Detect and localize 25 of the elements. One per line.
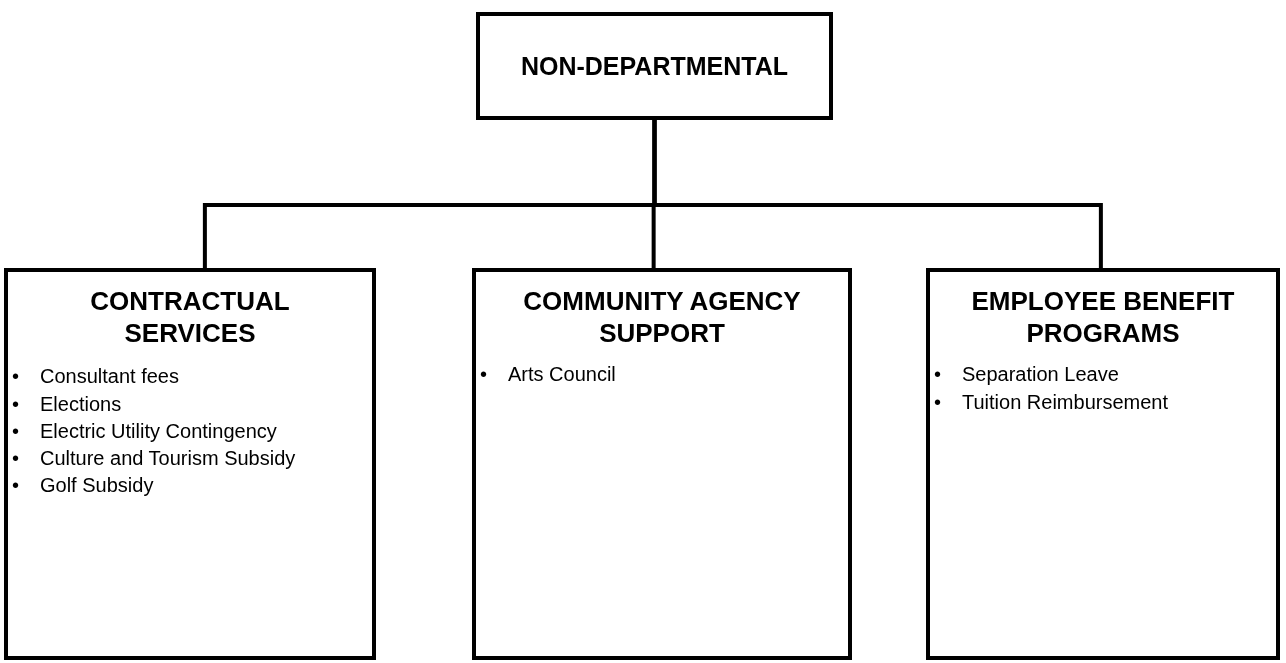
box-heading: CONTRACTUAL SERVICES: [89, 286, 291, 350]
list-item: Arts Council: [508, 362, 616, 388]
box-heading: EMPLOYEE BENEFIT PROGRAMS: [970, 286, 1236, 350]
root-box: [476, 12, 833, 120]
bullet-mark: •: [934, 389, 942, 415]
box-heading: COMMUNITY AGENCY SUPPORT: [522, 286, 802, 350]
bullet-mark: •: [12, 364, 20, 390]
bullet-mark: •: [934, 362, 942, 388]
bullet-mark: •: [12, 391, 20, 417]
list-item: Electric Utility Contingency: [40, 418, 277, 444]
list-item: Golf Subsidy: [40, 473, 154, 499]
bullet-mark: •: [12, 418, 20, 444]
list-item: Separation Leave: [962, 362, 1119, 388]
box-heading: NON-DEPARTMENTAL: [519, 50, 790, 82]
connector-line: [652, 120, 1103, 268]
bullet-mark: •: [12, 446, 20, 471]
bullet-mark: •: [480, 362, 488, 388]
list-item: Culture and Tourism Subsidy: [40, 446, 296, 471]
list-item: Elections: [40, 391, 122, 417]
category-box: [472, 268, 852, 660]
list-item: Consultant fees: [40, 364, 179, 390]
bullet-mark: •: [12, 473, 20, 499]
category-box: [926, 268, 1280, 660]
category-box: [4, 268, 376, 660]
list-item: Tuition Reimbursement: [962, 389, 1168, 415]
